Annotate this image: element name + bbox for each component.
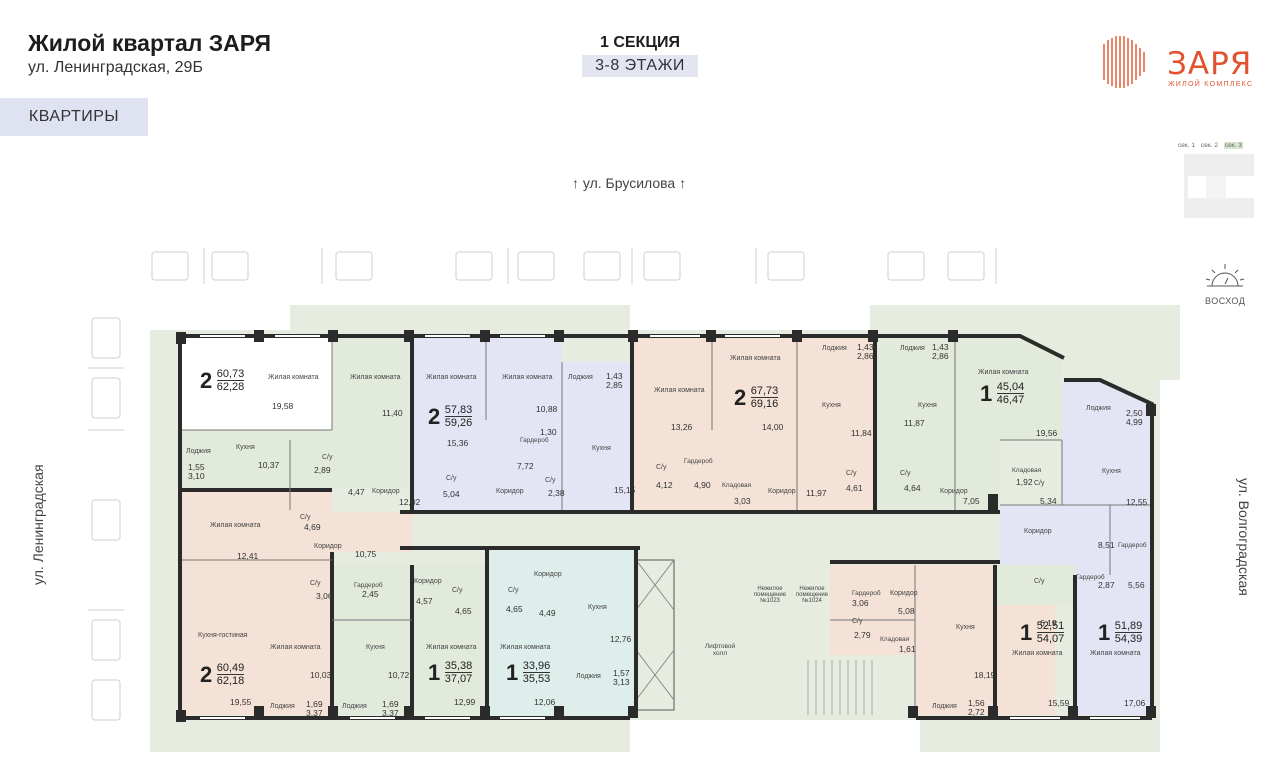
apartment-tag[interactable]: 1 51,89 54,39 — [1098, 620, 1143, 646]
apartment-tag[interactable]: 1 52,51 54,07 — [1020, 620, 1065, 646]
parking-left — [88, 317, 124, 721]
apartment-area-total: 35,53 — [522, 673, 551, 685]
apartment-area-total: 46,47 — [996, 394, 1025, 406]
apartment-zone[interactable] — [182, 490, 332, 715]
apartment-zone[interactable] — [1075, 575, 1150, 715]
apartment-tag[interactable]: 1 35,38 37,07 — [428, 660, 473, 686]
parking-top — [151, 248, 997, 284]
stairs-icon — [807, 660, 873, 715]
tab-apartments[interactable]: КВАРТИРЫ — [0, 98, 148, 136]
windows — [200, 335, 1140, 719]
apartment-rooms: 1 — [1020, 620, 1033, 645]
minimap-section-1[interactable]: сек. 1 — [1178, 142, 1195, 149]
apartment-area: 60,73 — [216, 368, 245, 381]
apartment-area-total: 37,07 — [444, 673, 473, 685]
address: ул. Ленинградская, 29Б — [28, 59, 203, 76]
apartment-area: 45,04 — [996, 381, 1025, 394]
columns — [176, 330, 1156, 722]
apartment-area: 52,51 — [1036, 620, 1065, 633]
apartment-tag[interactable]: 1 45,04 46,47 — [980, 381, 1025, 407]
minimap-section-3[interactable]: сек. 3 — [1224, 142, 1243, 149]
floors-label: 3-8 ЭТАЖИ — [582, 55, 698, 77]
apartment-tag[interactable]: 2 60,49 62,18 — [200, 662, 245, 688]
sunrise-icon — [1205, 264, 1245, 287]
apartment-rooms: 2 — [428, 404, 441, 429]
apartment-zone[interactable] — [412, 338, 562, 510]
apartment-area: 51,89 — [1114, 620, 1143, 633]
apartment-area: 35,38 — [444, 660, 473, 673]
apartment-zone[interactable] — [1062, 382, 1150, 505]
minimap-section-2[interactable]: сек. 2 — [1201, 142, 1218, 149]
apartment-area-total: 69,16 — [750, 398, 779, 410]
apartment-area: 33,96 — [522, 660, 551, 673]
apartment-rooms: 2 — [200, 662, 213, 687]
apartment-area: 60,49 — [216, 662, 245, 675]
apartment-area: 67,73 — [750, 385, 779, 398]
apartment-rooms: 1 — [980, 381, 993, 406]
apartment-area: 57,83 — [444, 404, 473, 417]
apartment-area-total: 62,28 — [216, 381, 245, 393]
logo-subtitle: ЖИЛОЙ КОМПЛЕКС — [1168, 81, 1254, 88]
apartment-area-total: 62,18 — [216, 675, 245, 687]
apartment-area-total: 59,26 — [444, 417, 473, 429]
apartment-zone[interactable] — [487, 550, 635, 715]
apartment-rooms: 2 — [734, 385, 747, 410]
page-title: Жилой квартал ЗАРЯ — [28, 30, 272, 56]
apartment-tag[interactable]: 1 33,96 35,53 — [506, 660, 551, 686]
logo-word: ЗАРЯ — [1167, 46, 1253, 82]
apartment-rooms: 1 — [428, 660, 441, 685]
apartment-tag[interactable]: 2 67,73 69,16 — [734, 385, 779, 411]
apartment-tag[interactable]: 2 57,83 59,26 — [428, 404, 473, 430]
sunrise-label: ВОСХОД — [1205, 296, 1246, 306]
apartment-rooms: 1 — [1098, 620, 1111, 645]
apartment-tag[interactable]: 2 60,73 62,28 — [200, 368, 245, 394]
apartment-area-total: 54,39 — [1114, 633, 1143, 645]
apartment-zone[interactable] — [632, 338, 797, 510]
apartment-zone[interactable] — [332, 565, 412, 715]
minimap-icon — [1184, 154, 1254, 218]
apartment-area-total: 54,07 — [1036, 633, 1065, 645]
apartment-rooms: 2 — [200, 368, 213, 393]
apartment-rooms: 1 — [506, 660, 519, 685]
section-label: 1 СЕКЦИЯ — [599, 34, 681, 51]
apartment-zone[interactable] — [875, 338, 955, 510]
logo-icon — [1103, 36, 1145, 88]
apartment-zone[interactable] — [830, 565, 915, 655]
partitions — [182, 338, 1150, 718]
street-top: ↑ ул. Брусилова ↑ — [572, 175, 687, 191]
